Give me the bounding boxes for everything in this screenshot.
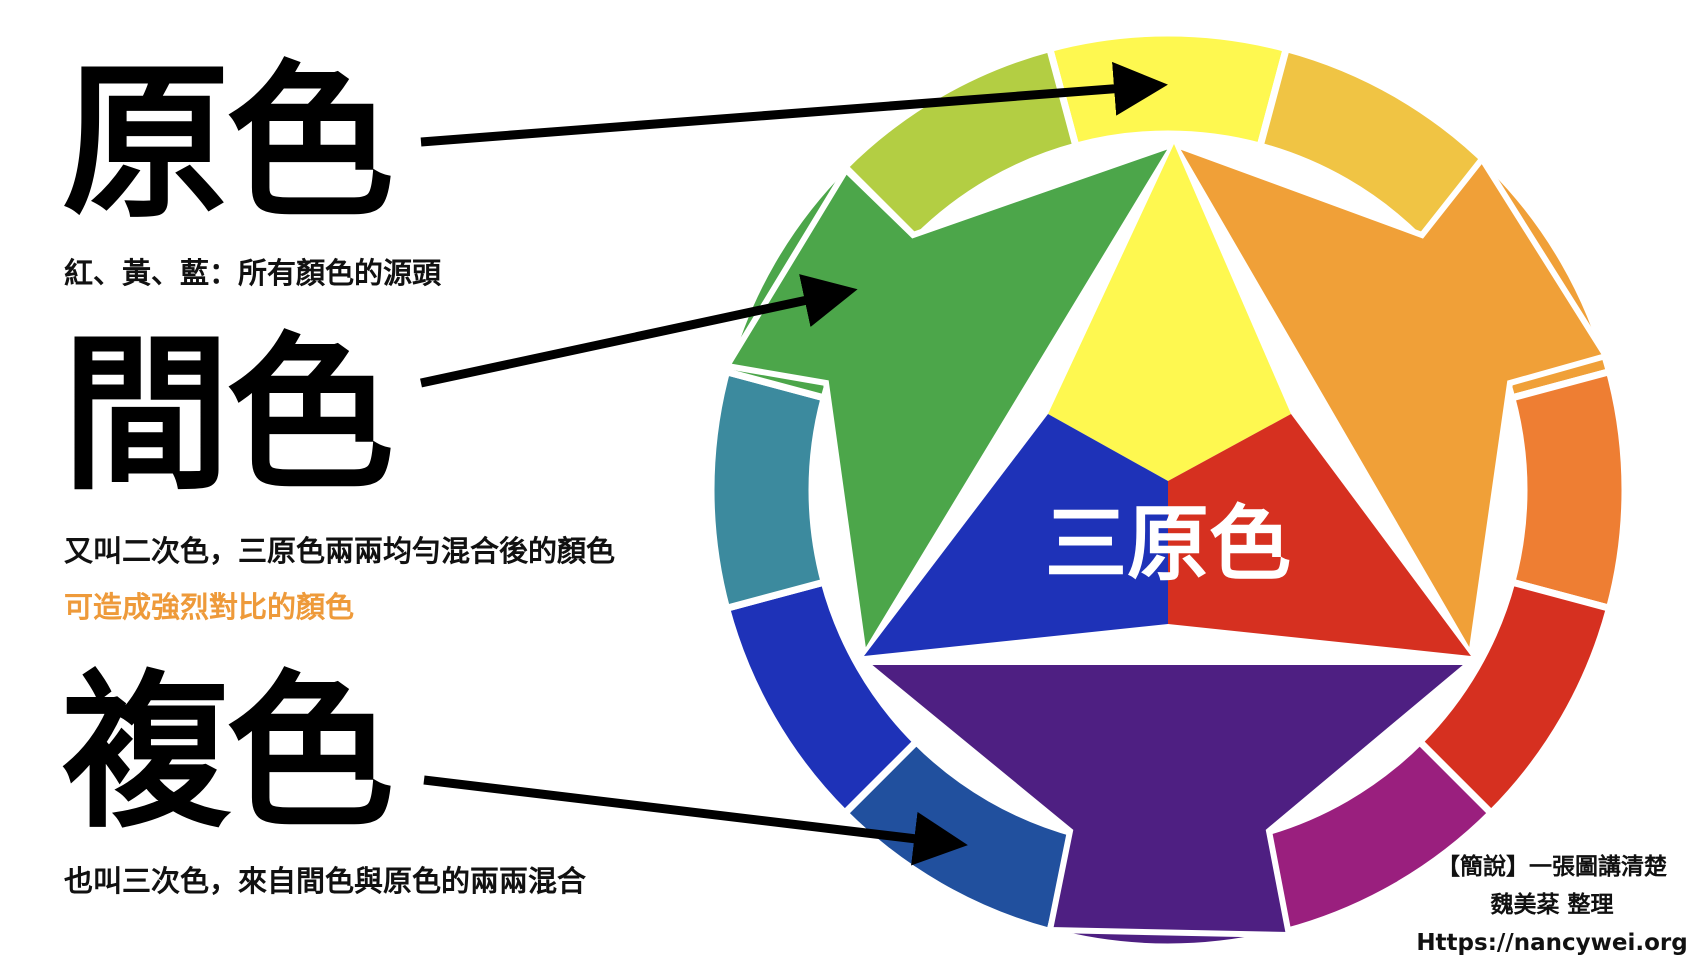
arrow-primary — [420, 61, 1168, 147]
footer-author: 魏美棻 整理 — [1490, 892, 1614, 918]
secondary-purple-shape — [855, 659, 1480, 939]
tertiary-description: 也叫三次色，來自間色與原色的兩兩混合 — [64, 864, 587, 898]
ring-segment — [1507, 367, 1629, 613]
footer-credit: 【簡說】一張圖講清楚 魏美棻 整理 Https://nancywei.org — [1407, 848, 1697, 962]
arrow-tertiary — [423, 775, 968, 866]
tertiary-title: 複色 — [62, 653, 394, 851]
primary-red-shape — [1168, 414, 1471, 656]
center-label: 三原色 — [1045, 497, 1291, 592]
secondary-note: 可造成強烈對比的顏色 — [64, 590, 355, 624]
primary-blue-shape — [864, 414, 1168, 656]
secondary-description: 又叫二次色，三原色兩兩均勻混合後的顏色 — [64, 534, 616, 568]
footer-url[interactable]: Https://nancywei.org — [1416, 930, 1688, 956]
ring-segment — [707, 367, 829, 613]
primary-yellow-shape — [1048, 144, 1291, 481]
footer-series: 【簡說】一張圖講清楚 — [1437, 854, 1667, 880]
arrow-secondary — [420, 274, 858, 388]
secondary-title: 間色 — [62, 315, 394, 513]
primary-description: 紅、黃、藍：所有顏色的源頭 — [64, 256, 442, 290]
primary-title: 原色 — [62, 43, 394, 241]
